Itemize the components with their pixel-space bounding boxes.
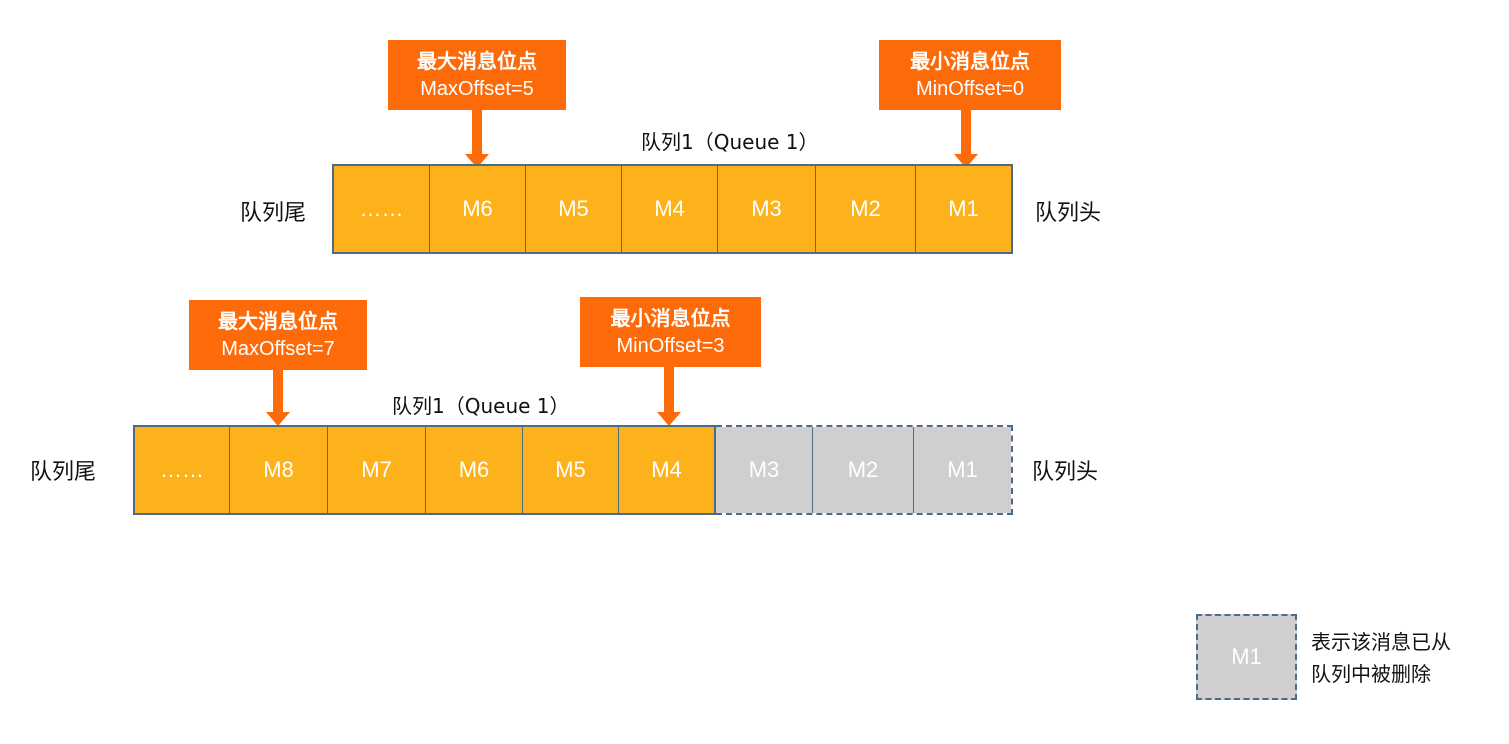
legend-description: 表示该消息已从 队列中被删除 [1311,626,1451,690]
queue-cell-m1: M1 [916,166,1011,252]
queue-head-label-2: 队列头 [1032,460,1099,485]
max-offset-callout-2: 最大消息位点 MaxOffset=7 [189,300,367,370]
queue-head-label-1: 队列头 [1035,201,1102,226]
queue-cell-m2: M2 [816,166,916,252]
queue-cell-ellipsis: …… [135,427,230,513]
queue-cell-m4: M4 [622,166,718,252]
min-offset-title: 最小消息位点 [610,306,731,330]
queue-1: …… M6 M5 M4 M3 M2 M1 [332,164,1013,254]
max-offset-arrow-shaft-2 [273,370,283,412]
max-offset-value: MaxOffset=5 [420,78,534,100]
queue-cell-m6: M6 [430,166,526,252]
queue-cell-m5: M5 [523,427,619,513]
queue-2: …… M8 M7 M6 M5 M4 M3 M2 M1 [133,425,1013,515]
min-offset-arrow-head-2 [657,412,681,426]
max-offset-callout-1: 最大消息位点 MaxOffset=5 [388,40,566,110]
min-offset-value: MinOffset=0 [915,78,1025,100]
queue-cell-m7: M7 [328,427,426,513]
queue-2-active-segment: …… M8 M7 M6 M5 M4 [133,425,716,515]
queue-tail-label-2: 队列尾 [30,460,97,485]
max-offset-value: MaxOffset=7 [221,338,335,360]
queue-tail-label-1: 队列尾 [240,201,307,226]
queue-cell-m3-deleted: M3 [716,427,813,513]
legend-line-1: 表示该消息已从 [1311,630,1451,654]
min-offset-value: MinOffset=3 [616,335,725,357]
queue-title-1: 队列1（Queue 1） [641,130,819,154]
min-offset-arrow-shaft-2 [664,367,674,412]
legend-line-2: 队列中被删除 [1311,662,1431,686]
queue-2-deleted-segment: M3 M2 M1 [716,425,1013,515]
max-offset-title: 最大消息位点 [417,49,537,73]
max-offset-arrow-head-2 [266,412,290,426]
min-offset-arrow-shaft-1 [961,110,971,154]
queue-cell-m4: M4 [619,427,714,513]
queue-cell-m1-deleted: M1 [914,427,1011,513]
queue-title-2: 队列1（Queue 1） [392,394,570,418]
queue-cell-m5: M5 [526,166,622,252]
min-offset-callout-2: 最小消息位点 MinOffset=3 [580,297,761,367]
queue-cell-m3: M3 [718,166,816,252]
queue-cell-m6: M6 [426,427,523,513]
queue-cell-m8: M8 [230,427,328,513]
max-offset-arrow-shaft-1 [472,110,482,154]
legend-deleted-sample: M1 [1196,614,1297,700]
queue-cell-m2-deleted: M2 [813,427,914,513]
max-offset-title: 最大消息位点 [218,309,338,333]
min-offset-callout-1: 最小消息位点 MinOffset=0 [879,40,1061,110]
queue-cell-ellipsis: …… [334,166,430,252]
min-offset-title: 最小消息位点 [910,49,1030,73]
